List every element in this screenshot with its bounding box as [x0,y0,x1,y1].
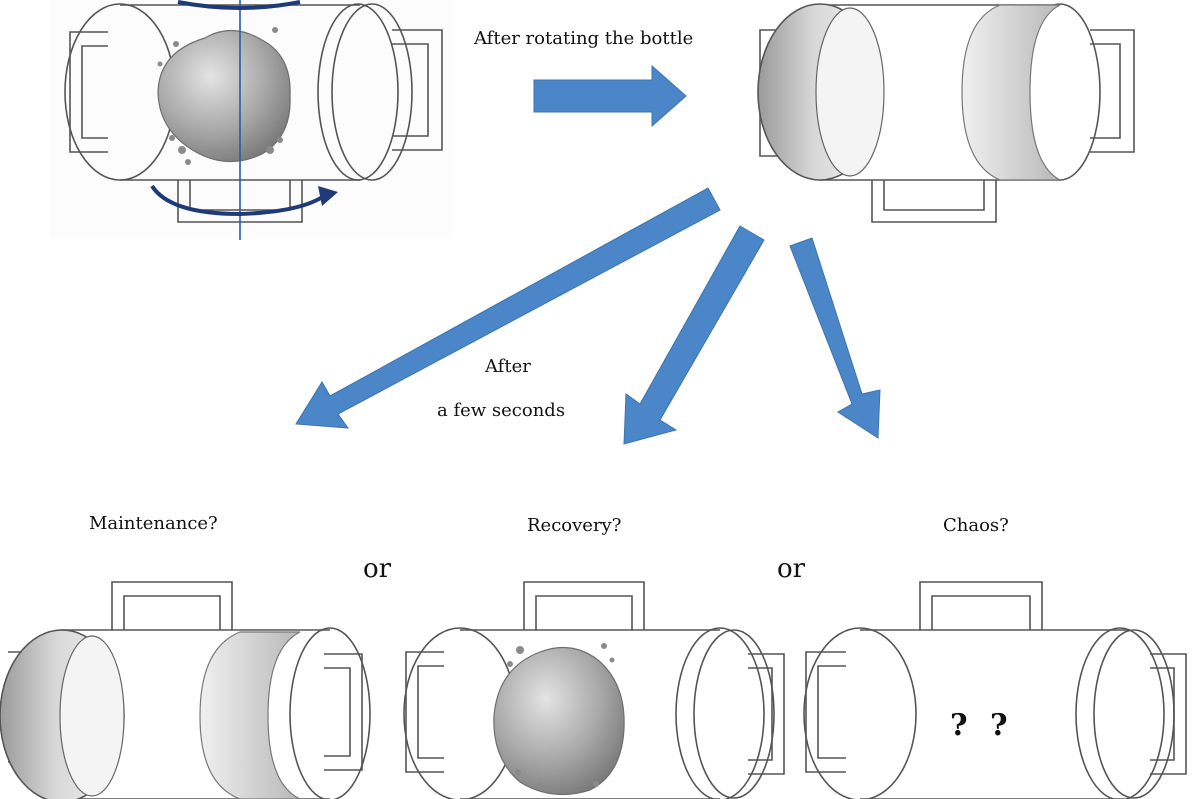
caps-maintenance [0,629,301,799]
maintenance-label: Maintenance? [89,513,218,534]
rock-before-rotation [157,29,291,163]
after-caption-line2: a few seconds [437,400,566,421]
rock-debris-top [157,27,283,165]
chaos-label: Chaos? [943,515,1009,536]
recovery-label: Recovery? [527,515,622,536]
rock-recovery [493,646,625,796]
arrow-to-chaos [789,237,881,439]
after-caption-line1: After [485,356,531,377]
bottle-chaos [803,581,1187,799]
rotation-caption: After rotating the bottle [474,28,694,49]
or-separator-1: or [363,554,392,584]
rotation-arrow-bottom [150,184,326,217]
chaos-question-marks: ? ? [950,708,1014,743]
arrow-to-maintenance [295,187,721,429]
or-separator-2: or [777,554,806,584]
rotation-arrowhead [318,186,338,206]
bottle-maintenance [8,581,371,799]
transition-arrows [295,64,881,445]
arrow-to-recovery [623,225,765,445]
rock-debris-recovery [507,643,615,790]
arrow-rotate [533,64,687,128]
rotation-arrow-top [177,0,301,10]
caps-after-rotation [757,3,1061,181]
